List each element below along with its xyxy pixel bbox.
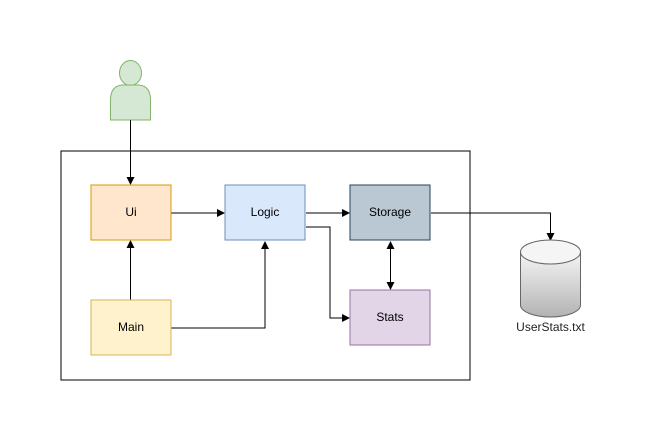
system-boundary — [60, 150, 471, 381]
database-icon — [520, 239, 581, 318]
database-label: UserStats.txt — [516, 320, 585, 334]
storage-node: Storage — [349, 184, 431, 241]
main-node: Main — [90, 299, 172, 356]
main-node-label: Main — [118, 320, 144, 334]
main-to-logic-arrow — [171, 241, 269, 329]
logic-node-label: Logic — [251, 205, 280, 219]
ui-node: Ui — [90, 184, 172, 241]
stats-node-label: Stats — [376, 310, 403, 324]
stats-node: Stats — [349, 289, 431, 346]
logic-node: Logic — [224, 184, 306, 241]
user-icon — [110, 60, 151, 121]
storage-to-userstats-arrow — [431, 212, 555, 241]
ui-node-label: Ui — [125, 205, 136, 219]
storage-node-label: Storage — [369, 205, 411, 219]
logic-to-stats-arrow — [306, 226, 350, 322]
